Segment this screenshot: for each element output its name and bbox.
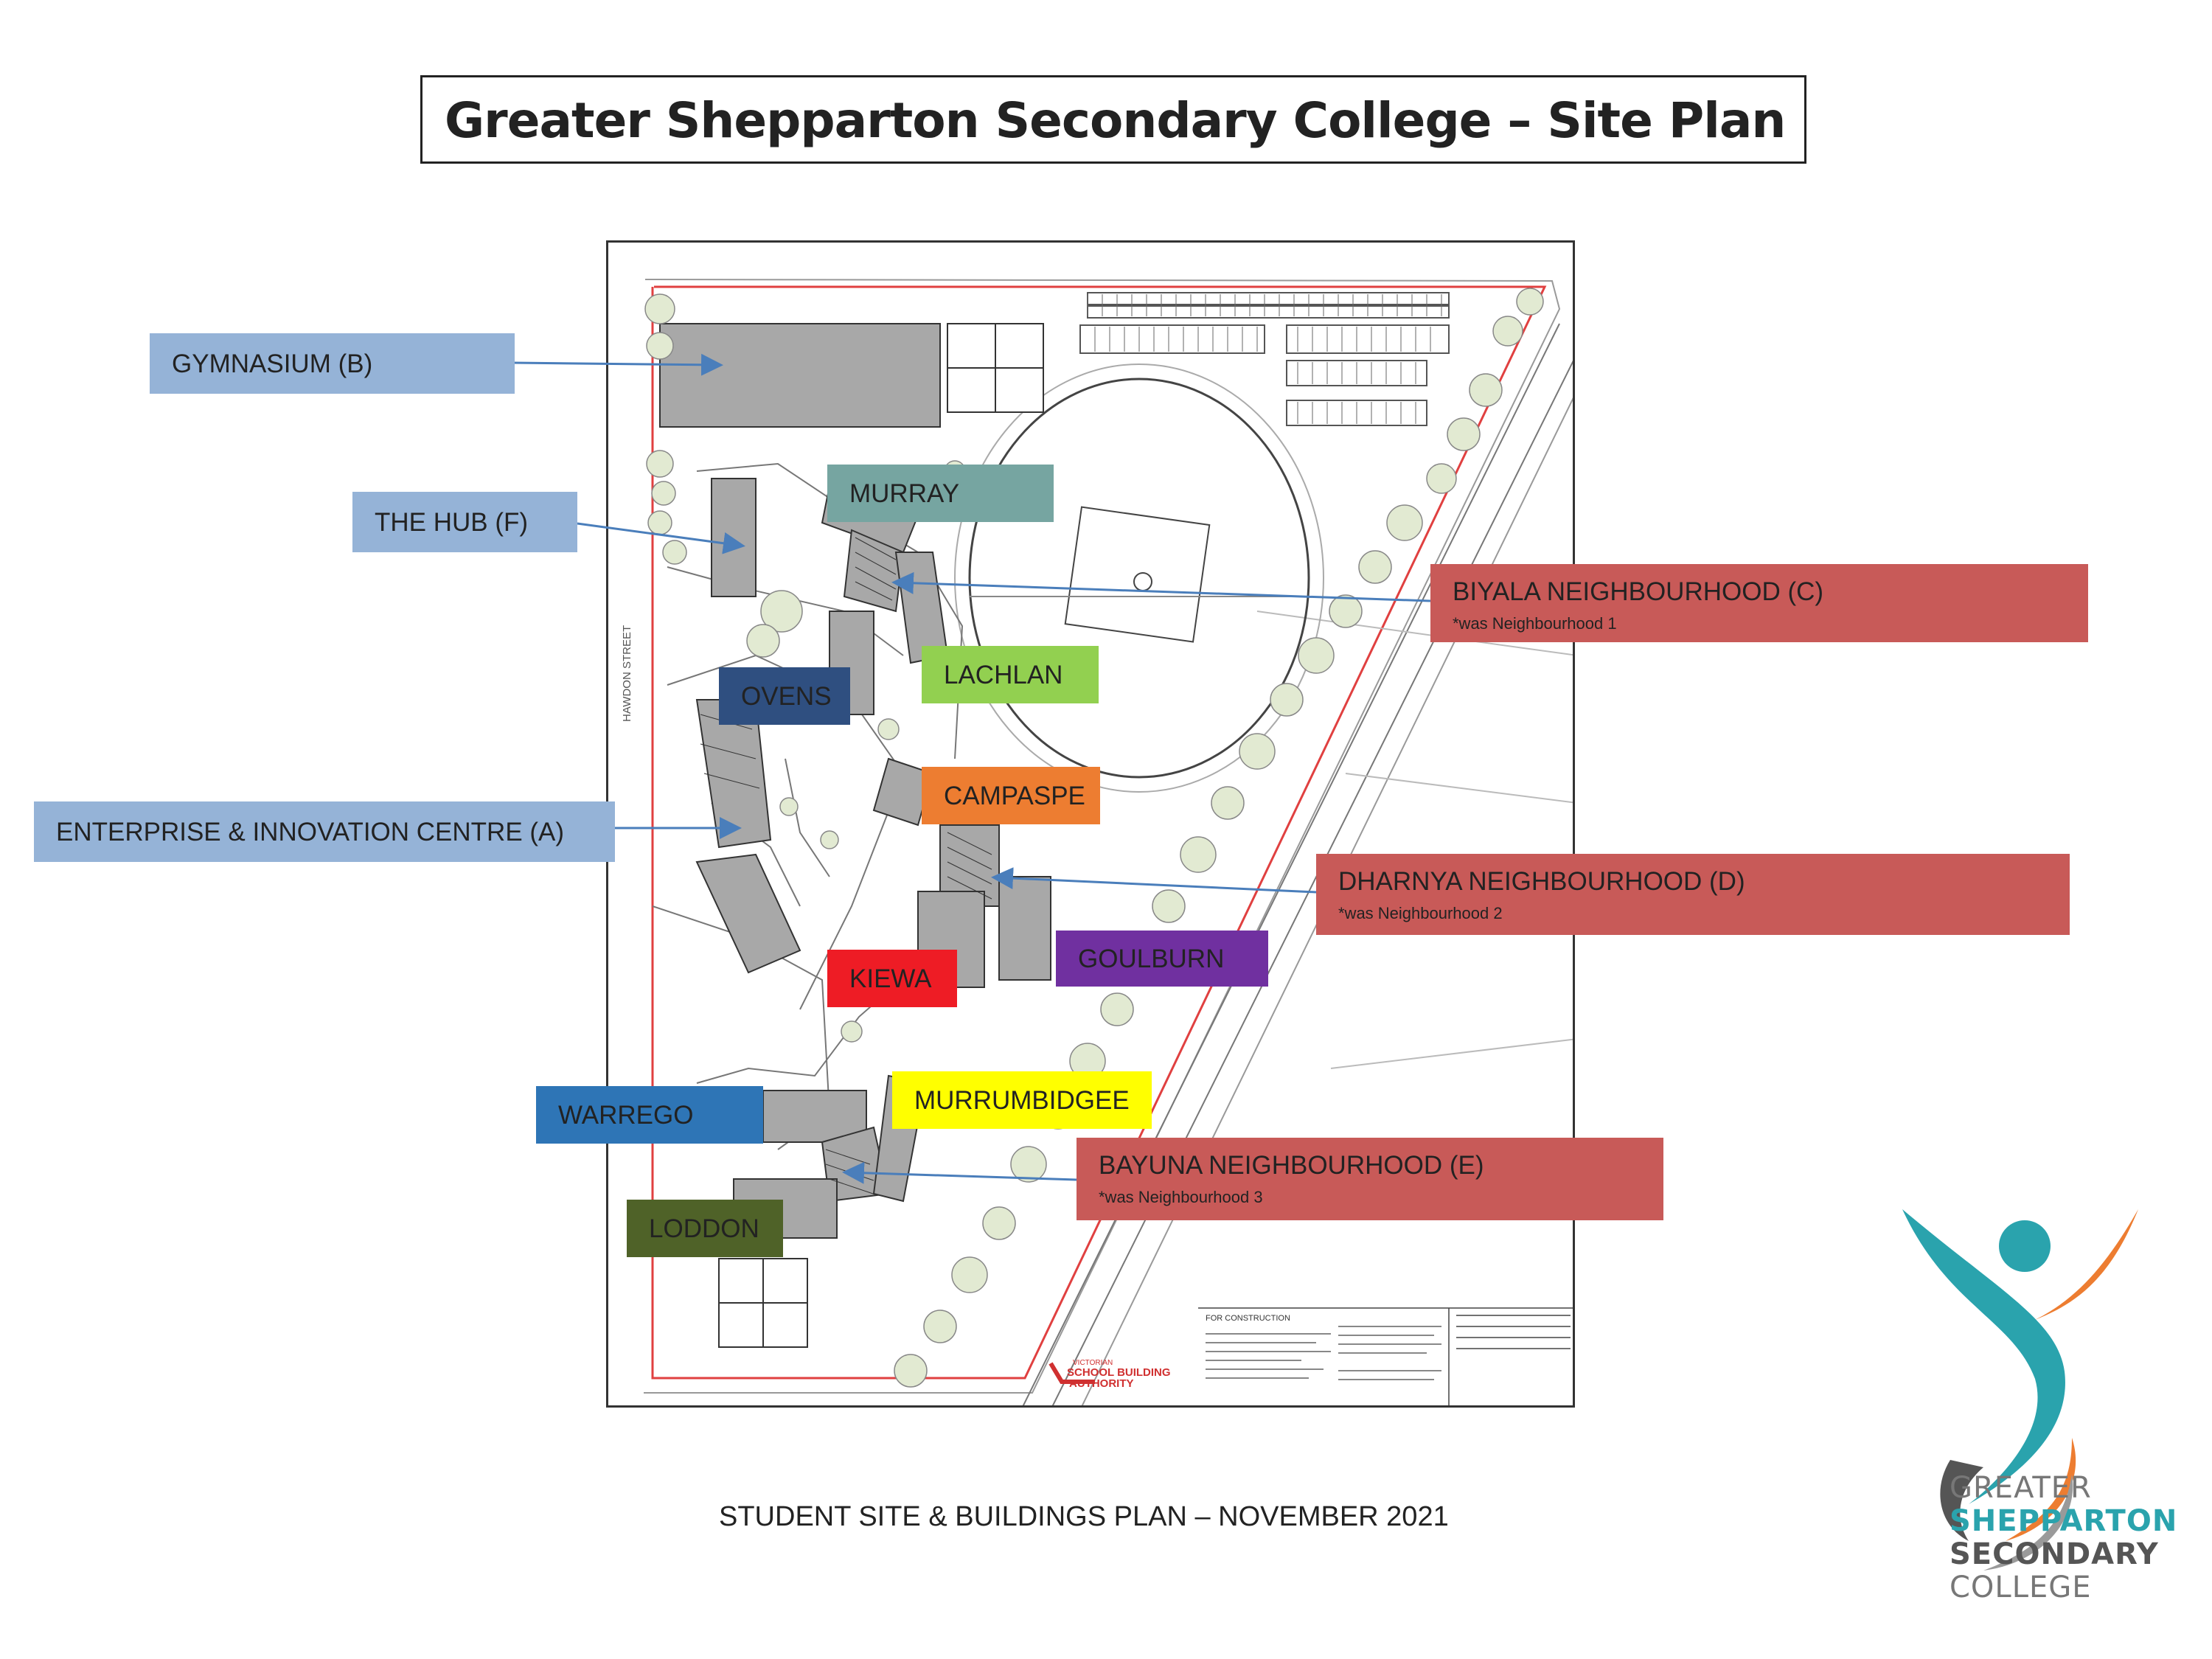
arrow-bayuna (842, 1161, 1077, 1184)
title-block (1198, 1307, 1573, 1405)
logo-line1: GREATER (1950, 1471, 2092, 1505)
label-gymnasium-text: GYMNASIUM (B) (172, 349, 373, 378)
title-block-lines (1206, 1326, 1441, 1380)
site-boundary (651, 285, 1547, 1380)
biyala-note: *was Neighbourhood 1 (1453, 614, 1617, 633)
authority-line2: SCHOOL BUILDING (1067, 1366, 1171, 1379)
label-lachlan-text: LACHLAN (944, 660, 1063, 689)
label-warrego: WARREGO (536, 1086, 763, 1144)
label-lachlan: LACHLAN (922, 646, 1099, 703)
label-murray-text: MURRAY (849, 479, 960, 508)
label-enterprise: ENTERPRISE & INNOVATION CENTRE (A) (34, 801, 615, 862)
warrego-building (762, 1090, 867, 1143)
college-logo-icon (1902, 1209, 2138, 1571)
label-loddon: LODDON (627, 1200, 783, 1257)
plan-footer: STUDENT SITE & BUILDINGS PLAN – NOVEMBER… (719, 1501, 1449, 1532)
authority-line3: AUTHORITY (1069, 1377, 1134, 1390)
label-biyala-neighbourhood: BIYALA NEIGHBOURHOOD (C) *was Neighbourh… (1430, 564, 2088, 642)
title-box: Greater Shepparton Secondary College – S… (420, 75, 1806, 164)
car-park (1079, 292, 1450, 426)
sports-oval (968, 378, 1310, 779)
arrow-gymnasium (512, 353, 723, 376)
label-kiewa-text: KIEWA (849, 964, 932, 993)
rail-line (1022, 323, 1560, 1405)
trees (644, 288, 1544, 1388)
label-campaspe-text: CAMPASPE (944, 781, 1085, 810)
street-label: HAWDON STREET (621, 625, 633, 722)
cricket-square (1064, 506, 1211, 643)
rail-line (1051, 360, 1573, 1405)
road-line (1330, 1038, 1573, 1069)
courts-top (947, 323, 1044, 413)
label-campaspe: CAMPASPE (922, 767, 1100, 824)
goulburn-building (998, 876, 1051, 981)
bayuna-note: *was Neighbourhood 3 (1099, 1188, 1263, 1206)
road-line (1256, 611, 1573, 656)
biyala-name: BIYALA NEIGHBOURHOOD (C) (1453, 577, 1824, 606)
site-boundary-outer (644, 279, 1561, 1394)
logo-line4: COLLEGE (1950, 1571, 2092, 1604)
label-murrumbidgee-text: MURRUMBIDGEE (914, 1085, 1130, 1115)
construction-text: FOR CONSTRUCTION (1206, 1314, 1290, 1323)
label-bayuna-neighbourhood: BAYUNA NEIGHBOURHOOD (E) *was Neighbourh… (1077, 1138, 1663, 1220)
logo-line3: SECONDARY (1950, 1537, 2159, 1571)
page-title: Greater Shepparton Secondary College – S… (445, 92, 1786, 149)
courts-bottom (718, 1258, 808, 1348)
car-park-stripes (1087, 294, 1442, 424)
campaspe-building (872, 757, 934, 827)
label-ovens-text: OVENS (741, 681, 832, 711)
dharnya-note: *was Neighbourhood 2 (1338, 904, 1503, 922)
label-loddon-text: LODDON (649, 1214, 759, 1243)
arrow-biyala (891, 571, 1431, 602)
biyala-building (843, 529, 905, 613)
sports-oval-outer (954, 364, 1324, 793)
logo-line2: SHEPPARTON (1950, 1504, 2178, 1538)
label-goulburn: GOULBURN (1056, 931, 1268, 987)
authority-logo: VICTORIAN SCHOOL BUILDING AUTHORITY (1048, 1359, 1171, 1390)
label-gymnasium: GYMNASIUM (B) (150, 333, 515, 394)
label-murrumbidgee: MURRUMBIDGEE (892, 1071, 1152, 1129)
label-hub: THE HUB (F) (352, 492, 577, 552)
dharnya-name: DHARNYA NEIGHBOURHOOD (D) (1338, 867, 1745, 896)
label-warrego-text: WARREGO (558, 1100, 694, 1130)
bayuna-name: BAYUNA NEIGHBOURHOOD (E) (1099, 1151, 1484, 1180)
label-murray: MURRAY (827, 465, 1054, 522)
label-dharnya-neighbourhood: DHARNYA NEIGHBOURHOOD (D) *was Neighbour… (1316, 854, 2070, 935)
authority-line1: VICTORIAN (1073, 1359, 1113, 1367)
road-line (1345, 773, 1573, 804)
enterprise-south-building (695, 853, 801, 974)
label-hub-text: THE HUB (F) (375, 507, 529, 537)
stair-hatching (700, 537, 992, 1196)
label-goulburn-text: GOULBURN (1078, 944, 1225, 973)
label-kiewa: KIEWA (827, 950, 957, 1007)
arrow-dharnya (991, 867, 1317, 894)
label-enterprise-text: ENTERPRISE & INNOVATION CENTRE (A) (56, 817, 565, 846)
label-ovens: OVENS (719, 667, 850, 725)
arrow-hub (577, 522, 745, 554)
